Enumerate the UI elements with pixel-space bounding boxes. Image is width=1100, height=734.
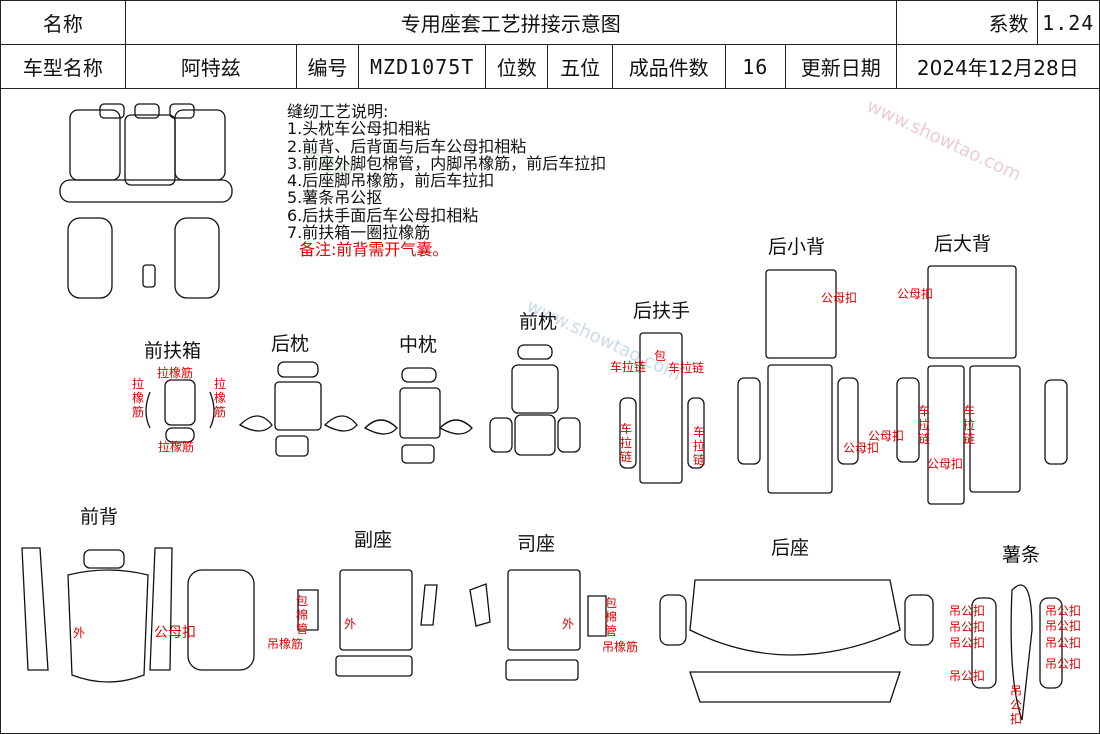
passenger-seat-pattern <box>297 569 438 677</box>
rear-small-back-pattern <box>737 269 859 494</box>
coef-label: 系数 <box>895 0 1038 45</box>
annot-hang-elastic-passenger: 吊橡筋 <box>267 637 304 651</box>
note-item: 6.后扶手面后车公母扣相粘 <box>287 205 479 225</box>
code-value: MZD1075T <box>358 44 487 89</box>
label-middle-headrest: 中枕 <box>399 334 438 356</box>
rear-armrest-pattern <box>619 332 705 484</box>
annot-zipper-armrest-left: 车拉链 <box>620 422 633 464</box>
rear-seat-pattern <box>659 579 934 703</box>
annot-hang-velcro-3: 吊公扣 <box>949 636 986 650</box>
annot-zipper-large-left: 车拉链 <box>918 404 931 446</box>
label-front-headrest: 前枕 <box>519 311 558 333</box>
annot-wrap-pipe-driver: 包棉管 <box>605 596 618 638</box>
annot-pull-elastic: 拉橡筋 <box>157 366 194 380</box>
annot-zipper-large-right: 车拉链 <box>963 404 976 446</box>
annot-velcro-large-back: 公母扣 <box>897 287 934 301</box>
annot-hang-velcro-vertical: 吊公扣 <box>1010 684 1023 726</box>
sewing-notes: 缝纫工艺说明: 1.头枕车公母扣相粘 2.前背、后背面与后车公母扣相粘 3.前座… <box>287 103 606 259</box>
annot-car-zipper-left: 车拉链 <box>610 360 647 374</box>
annot-outer-front-back: 外 <box>73 626 86 640</box>
sheet-title: 专用座套工艺拼接示意图 <box>124 0 897 45</box>
label-rear-large-back: 后大背 <box>934 233 992 255</box>
note-item: 4.后座脚吊橡筋，前后车拉扣 <box>287 171 495 191</box>
label-rear-armrest: 后扶手 <box>633 300 691 322</box>
note-item: 1.头枕车公母扣相粘 <box>287 119 431 139</box>
annot-velcro-small-back: 公母扣 <box>821 291 858 305</box>
label-driver-seat: 司座 <box>517 533 556 555</box>
annot-outer-passenger: 外 <box>344 617 357 631</box>
label-fries-strip: 薯条 <box>1002 544 1041 566</box>
annot-hang-velcro-4: 吊公扣 <box>949 669 986 683</box>
annot-hang-velcro-2: 吊公扣 <box>949 620 986 634</box>
annot-hang-elastic-driver: 吊橡筋 <box>602 640 639 654</box>
front-back-pattern <box>21 547 255 683</box>
label-front-back: 前背 <box>80 506 119 528</box>
note-item: 2.前背、后背面与后车公母扣相粘 <box>287 136 527 156</box>
label-rear-headrest: 后枕 <box>271 333 310 355</box>
annot-pull-elastic-bottom: 拉橡筋 <box>158 440 195 454</box>
rear-headrest-pattern <box>238 361 358 457</box>
annot-hang-velcro-6: 吊公扣 <box>1045 619 1082 633</box>
annot-zipper-armrest-right: 车拉链 <box>693 425 706 467</box>
pieces-label: 成品件数 <box>611 44 726 89</box>
rear-large-back-pattern <box>896 265 1068 505</box>
model-value: 阿特兹 <box>124 44 297 89</box>
note-item: 7.前扶箱一圈拉橡筋 <box>287 223 431 243</box>
annot-hang-velcro-1: 吊公扣 <box>949 604 986 618</box>
label-front-armrest-box: 前扶箱 <box>144 340 202 362</box>
fries-strip-pattern <box>971 584 1063 721</box>
notes-remark: 备注:前背需开气囊。 <box>299 240 449 260</box>
driver-seat-pattern <box>469 569 607 681</box>
pieces-value: 16 <box>724 44 786 89</box>
annot-velcro-small-2: 公母扣 <box>843 441 880 455</box>
annot-velcro-small-1: 公母扣 <box>868 429 905 443</box>
seats-value: 五位 <box>547 44 613 89</box>
label-rear-seat: 后座 <box>771 537 810 559</box>
front-headrest-pattern <box>489 344 581 456</box>
seats-label: 位数 <box>485 44 549 89</box>
annot-pull-elastic-right: 拉橡筋 <box>214 377 227 419</box>
annot-car-zipper-right: 车拉链 <box>668 361 705 375</box>
note-item: 5.薯条吊公抠 <box>287 188 383 208</box>
annot-hang-velcro-5: 吊公扣 <box>1045 604 1082 618</box>
label-rear-small-back: 后小背 <box>768 236 826 258</box>
header-table: 名称 专用座套工艺拼接示意图 系数 1.24 车型名称 阿特兹 编号 MZD10… <box>0 0 1100 89</box>
annot-velcro-large-bottom: 公母扣 <box>927 457 964 471</box>
seat-thumbnail <box>59 103 233 299</box>
annot-outer-driver: 外 <box>562 617 575 631</box>
notes-title: 缝纫工艺说明: <box>287 102 389 121</box>
name-label: 名称 <box>0 0 126 45</box>
annot-hang-velcro-8: 吊公扣 <box>1045 657 1082 671</box>
middle-headrest-pattern <box>363 367 473 464</box>
note-item: 3.前座外脚包棉管，内脚吊橡筋，前后车拉扣 <box>287 153 607 173</box>
date-value: 2024年12月28日 <box>895 44 1100 89</box>
annot-wrap: 包 <box>654 349 667 363</box>
annot-wrap-pipe-passenger: 包棉管 <box>296 594 309 636</box>
annot-pull-elastic-left: 拉橡筋 <box>132 377 145 419</box>
label-passenger-seat: 副座 <box>354 529 393 551</box>
annot-hang-velcro-7: 吊公扣 <box>1045 636 1082 650</box>
front-armrest-box-pattern <box>145 379 215 443</box>
annot-velcro-front-back: 公母扣 <box>154 625 196 641</box>
